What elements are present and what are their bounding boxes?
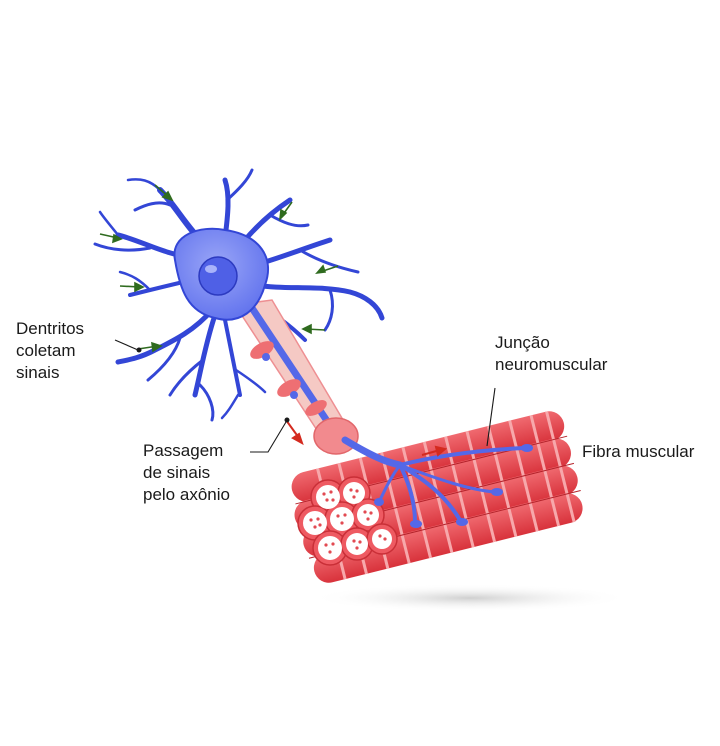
muscle-fiber (291, 411, 583, 583)
label-axon: Passagem de sinais pelo axônio (143, 441, 230, 504)
motor-end-plate (341, 436, 527, 524)
axon (233, 299, 359, 455)
neuron-cell-body (173, 227, 270, 321)
axon-terminal-sheath (313, 417, 359, 455)
nucleus (198, 256, 238, 296)
node-of-ranvier (305, 400, 327, 416)
label-dendrites: Dentritos coletam sinais (16, 319, 85, 382)
fiber-cross-sections (297, 476, 398, 566)
label-neuromuscular-junction: Junção neuromuscular (495, 333, 608, 374)
synaptic-terminals (374, 444, 533, 528)
signal-arrows-axon (285, 419, 448, 457)
label-muscle-fiber: Fibra muscular (582, 442, 695, 461)
leader-lines (114, 339, 496, 453)
muscle-shadow (310, 584, 630, 612)
signal-arrows-dendrites (99, 184, 339, 353)
